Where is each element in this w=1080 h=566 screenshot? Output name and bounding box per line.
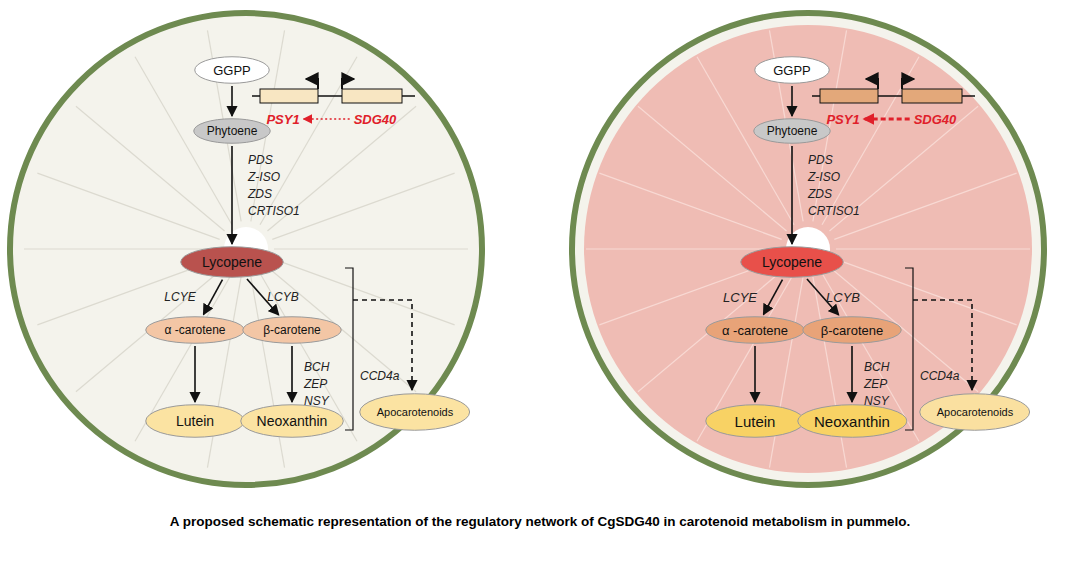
pathway-arrow: [194, 346, 196, 402]
pathway-arrow: [231, 146, 233, 244]
gene-name: SDG40: [912, 111, 959, 128]
pathway-arrow: [203, 280, 222, 315]
enzyme-label: PDS: [808, 153, 833, 167]
enzyme-label: ZDS: [808, 187, 832, 201]
enzyme-label: BCH: [864, 360, 889, 374]
metabolite-name: Neoxanthin: [257, 413, 328, 429]
metabolite-ellipse: β-carotene: [242, 316, 342, 344]
segment-line: [834, 173, 1016, 239]
metabolite-ellipse: Neoxanthin: [240, 404, 344, 438]
enzyme-label: ZEP: [304, 377, 327, 391]
enzyme-label: CRTISO1: [248, 204, 300, 218]
pathway-arrow: [231, 86, 233, 116]
metabolite-name: GGPP: [213, 63, 251, 78]
enzyme-label: Z-ISO: [248, 170, 280, 184]
pathway-arrow: [754, 346, 756, 402]
gene-label: SDG40: [354, 112, 397, 127]
enzyme-label: ZEP: [864, 377, 887, 391]
metabolite-name: Phytoene: [767, 124, 818, 138]
enzyme-label: CCD4a: [920, 369, 959, 383]
enzyme-label: PDS: [248, 153, 273, 167]
enzyme-label: LCYB: [267, 290, 298, 304]
segment-line: [836, 248, 1030, 249]
metabolite-ellipse: GGPP: [194, 56, 270, 84]
enzyme-label: NSY: [304, 394, 329, 408]
metabolite-ellipse: Neoxanthin: [797, 404, 908, 438]
enzyme-label: BCH: [304, 360, 329, 374]
segment-line: [599, 173, 781, 239]
fruit-section-right: [572, 13, 1044, 485]
metabolite-name: Apocarotenoids: [937, 406, 1013, 418]
metabolite-name: Lutein: [735, 413, 776, 430]
metabolite-ellipse: Lutein: [145, 404, 245, 438]
metabolite-ellipse: Lycopene: [180, 246, 284, 278]
metabolite-ellipse: α -carotene: [705, 316, 805, 344]
metabolite-name: α -carotene: [722, 323, 788, 338]
metabolite-name: GGPP: [773, 63, 811, 78]
metabolite-name: α -carotene: [165, 323, 226, 337]
metabolite-ellipse: Apocarotenoids: [359, 393, 470, 431]
enzyme-label: LCYE: [723, 290, 757, 305]
segment-line: [24, 248, 218, 249]
metabolite-ellipse: Phytoene: [193, 118, 271, 144]
segment-line: [834, 259, 1016, 325]
gene-label: PSY1: [266, 112, 299, 127]
pathway-arrow: [763, 280, 782, 315]
metabolite-name: Phytoene: [207, 124, 258, 138]
gene-label: SDG40: [914, 112, 957, 127]
segment-line: [586, 248, 780, 249]
figure-caption: A proposed schematic representation of t…: [0, 514, 1080, 529]
enzyme-label: LCYE: [164, 290, 195, 304]
metabolite-name: Lycopene: [762, 254, 822, 270]
metabolite-name: Neoxanthin: [814, 413, 890, 430]
enzyme-label: Z-ISO: [808, 170, 840, 184]
metabolite-ellipse: α -carotene: [145, 316, 245, 344]
pulp-segments: [24, 30, 1030, 467]
gene-label: PSY1: [826, 112, 859, 127]
metabolite-name: β-carotene: [263, 323, 321, 337]
pathway-arrow: [791, 86, 793, 116]
segment-line: [769, 277, 803, 468]
metabolite-ellipse: Lycopene: [740, 246, 844, 278]
pink-pulp-right: [584, 25, 1032, 473]
enzyme-label: ZDS: [248, 187, 272, 201]
gene-name: PSY1: [264, 111, 301, 128]
gene-locus-right: [812, 79, 975, 103]
segment-line: [207, 277, 241, 468]
enzyme-label: LCYB: [826, 290, 860, 305]
metabolite-name: β-carotene: [821, 323, 883, 338]
segment-line: [822, 57, 919, 225]
gene-name: PSY1: [824, 111, 861, 128]
metabolite-ellipse: Lutein: [705, 404, 805, 438]
metabolite-name: Lycopene: [202, 254, 262, 270]
enzyme-label: CCD4a: [360, 369, 399, 383]
metabolite-name: Apocarotenoids: [377, 406, 453, 418]
pathway-arrow: [851, 346, 853, 402]
segment-line: [37, 173, 219, 239]
metabolite-ellipse: GGPP: [754, 56, 830, 84]
segment-line: [274, 248, 468, 249]
enzyme-label: CRTISO1: [808, 204, 860, 218]
metabolite-ellipse: Apocarotenoids: [919, 393, 1030, 431]
metabolite-ellipse: Phytoene: [753, 118, 831, 144]
segment-line: [260, 57, 357, 225]
metabolite-name: Lutein: [176, 413, 214, 429]
segment-line: [251, 277, 285, 468]
regulation-arrow: [304, 118, 350, 120]
gene-name: SDG40: [352, 111, 399, 128]
gene-locus-left: [252, 79, 415, 103]
regulation-arrow: [864, 118, 910, 121]
pathway-arrow: [791, 146, 793, 244]
segment-line: [272, 259, 454, 325]
pathway-arrow: [291, 346, 293, 402]
fruit-section-left: [10, 13, 482, 485]
enzyme-label: NSY: [864, 394, 889, 408]
metabolite-ellipse: β-carotene: [802, 316, 902, 344]
